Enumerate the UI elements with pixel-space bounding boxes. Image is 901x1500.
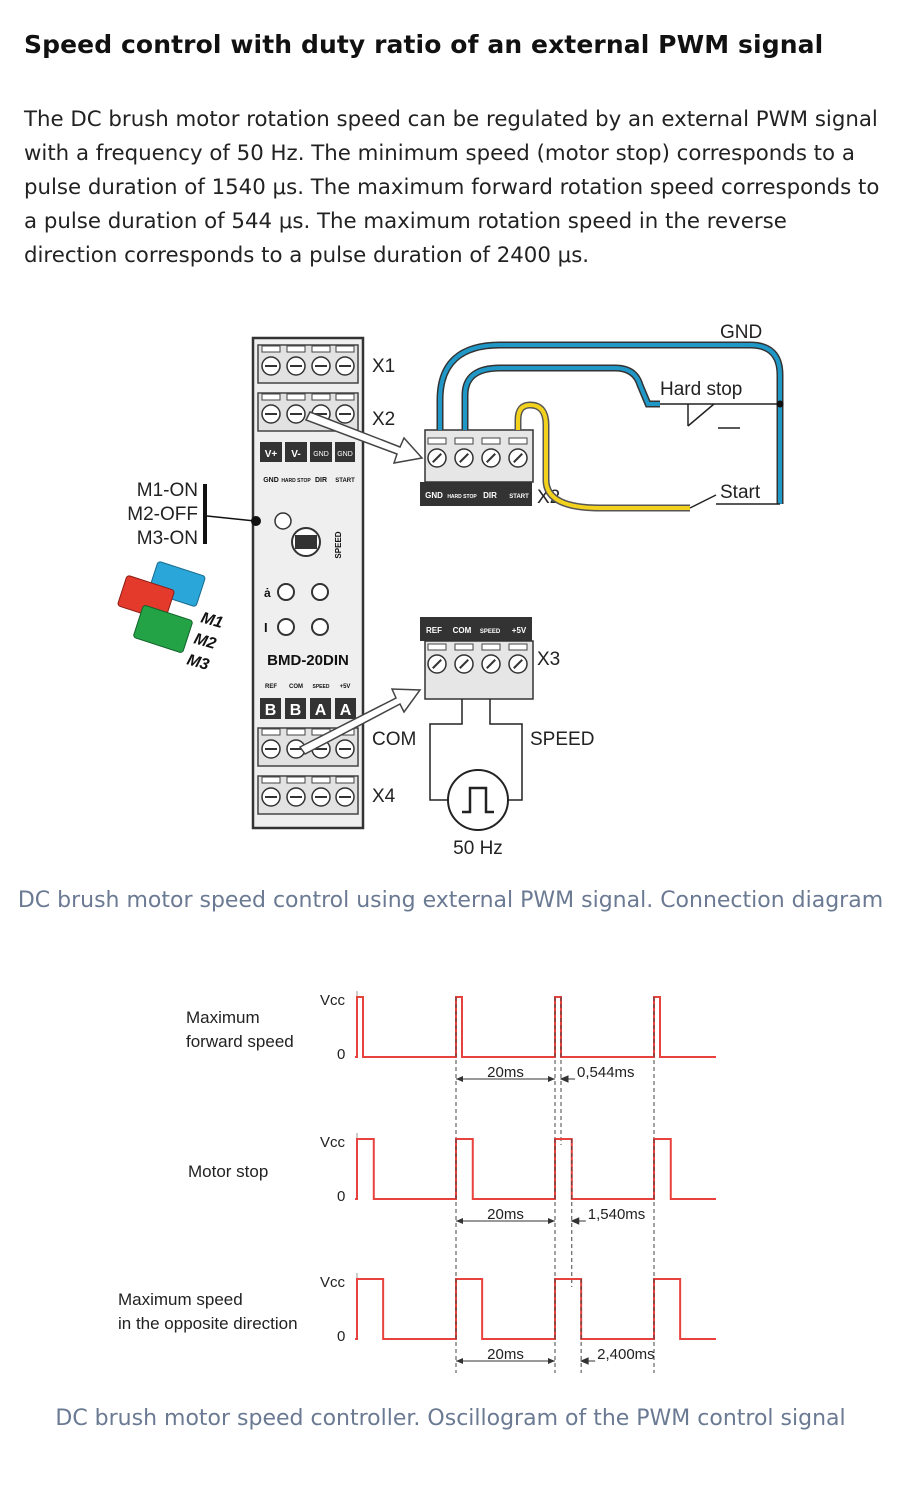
zero-label: 0: [337, 1188, 345, 1205]
gnd-small-2: GND: [337, 451, 353, 458]
x3-term-com: COM: [453, 626, 472, 635]
pulse-label: 0,544ms: [577, 1064, 635, 1081]
gnd-small-1: GND: [313, 451, 329, 458]
oscillogram-caption: DC brush motor speed controller. Oscillo…: [55, 1406, 846, 1431]
svg-text:I: I: [264, 620, 268, 635]
hardstop-input-label: HARD STOP: [281, 478, 311, 484]
mode-line-3: M3-ON: [137, 528, 198, 549]
pwm-waveform: [355, 996, 716, 1058]
period-label: 20ms: [487, 1206, 524, 1223]
mode-line-1: M1-ON: [137, 480, 198, 501]
zero-label: 0: [337, 1328, 345, 1345]
description-paragraph: The DC brush motor rotation speed can be…: [24, 107, 880, 268]
com-label: COM: [372, 729, 416, 750]
x3-term-speed: SPEED: [480, 629, 501, 635]
osc-row-label: in the opposite direction: [118, 1314, 298, 1333]
x4-label: X4: [372, 786, 396, 807]
x2-terminal-block: GND HARD STOP DIR START: [420, 429, 534, 506]
gnd-label: GND: [720, 322, 762, 343]
vplus-label: V+: [265, 449, 278, 460]
jumper-illustration: M1 M2 M3: [117, 561, 225, 674]
x2-term-dir: DIR: [483, 491, 497, 500]
x3-term-5v: +5V: [512, 626, 527, 635]
pulse-label: 1,540ms: [588, 1206, 646, 1223]
jumper-m1: M1: [199, 610, 225, 632]
vcc-label: Vcc: [320, 992, 346, 1009]
osc-row-label: forward speed: [186, 1032, 294, 1051]
osc-row-label: Motor stop: [188, 1162, 268, 1181]
speed-small-label: SPEED: [313, 684, 330, 690]
svg-text:ȧ: ȧ: [264, 586, 271, 600]
osc-row-label: Maximum: [186, 1008, 260, 1027]
x2-term-gnd: GND: [425, 491, 443, 500]
controller-device: V+ V- GND GND GND HARD STOP DIR START SP…: [251, 336, 365, 830]
period-label: 20ms: [487, 1064, 524, 1081]
ref-small-label: REF: [265, 684, 277, 690]
period-label: 20ms: [487, 1346, 524, 1363]
diagram-caption: DC brush motor speed control using exter…: [17, 888, 884, 913]
vcc-label: Vcc: [320, 1134, 346, 1151]
connection-diagram: V+ V- GND GND GND HARD STOP DIR START SP…: [117, 322, 784, 859]
x2-external-label: X2: [537, 487, 560, 508]
ab-label-3: A: [340, 702, 352, 719]
x3-label: X3: [537, 649, 560, 670]
x1-label: X1: [372, 356, 395, 377]
device-model-label: BMD-20DIN: [267, 652, 349, 669]
x3-terminal-block: REF COM SPEED +5V: [420, 617, 534, 700]
pwm-waveform: [355, 1138, 716, 1200]
zero-label: 0: [337, 1046, 345, 1063]
x2-label: X2: [372, 409, 395, 430]
ab-label-1: B: [290, 702, 302, 719]
dir-input-label: DIR: [315, 477, 327, 484]
vcc-label: Vcc: [320, 1274, 346, 1291]
x2-term-start: START: [509, 494, 529, 500]
osc-row-label: Maximum speed: [118, 1290, 243, 1309]
speed-label: SPEED: [530, 729, 594, 750]
x3-term-ref: REF: [426, 626, 442, 635]
jumper-m2: M2: [192, 631, 218, 653]
x2-term-hardstop: HARD STOP: [447, 494, 477, 500]
speed-knob-label: SPEED: [334, 531, 343, 558]
ab-label-0: B: [265, 702, 277, 719]
ab-label-2: A: [315, 702, 327, 719]
pwm-waveform: [355, 1278, 716, 1340]
gnd-input-label: GND: [263, 477, 279, 484]
freq-label: 50 Hz: [453, 838, 503, 859]
mode-line-2: M2-OFF: [127, 504, 198, 525]
start-input-label: START: [335, 478, 355, 484]
jumper-m3: M3: [185, 652, 211, 674]
start-label: Start: [720, 482, 761, 503]
com-small-label: COM: [289, 684, 303, 690]
hard-stop-label: Hard stop: [660, 379, 742, 400]
p5v-small-label: +5V: [340, 684, 351, 690]
vminus-label: V-: [291, 449, 300, 460]
pulse-label: 2,400ms: [597, 1346, 655, 1363]
page-title: Speed control with duty ratio of an exte…: [24, 30, 824, 59]
